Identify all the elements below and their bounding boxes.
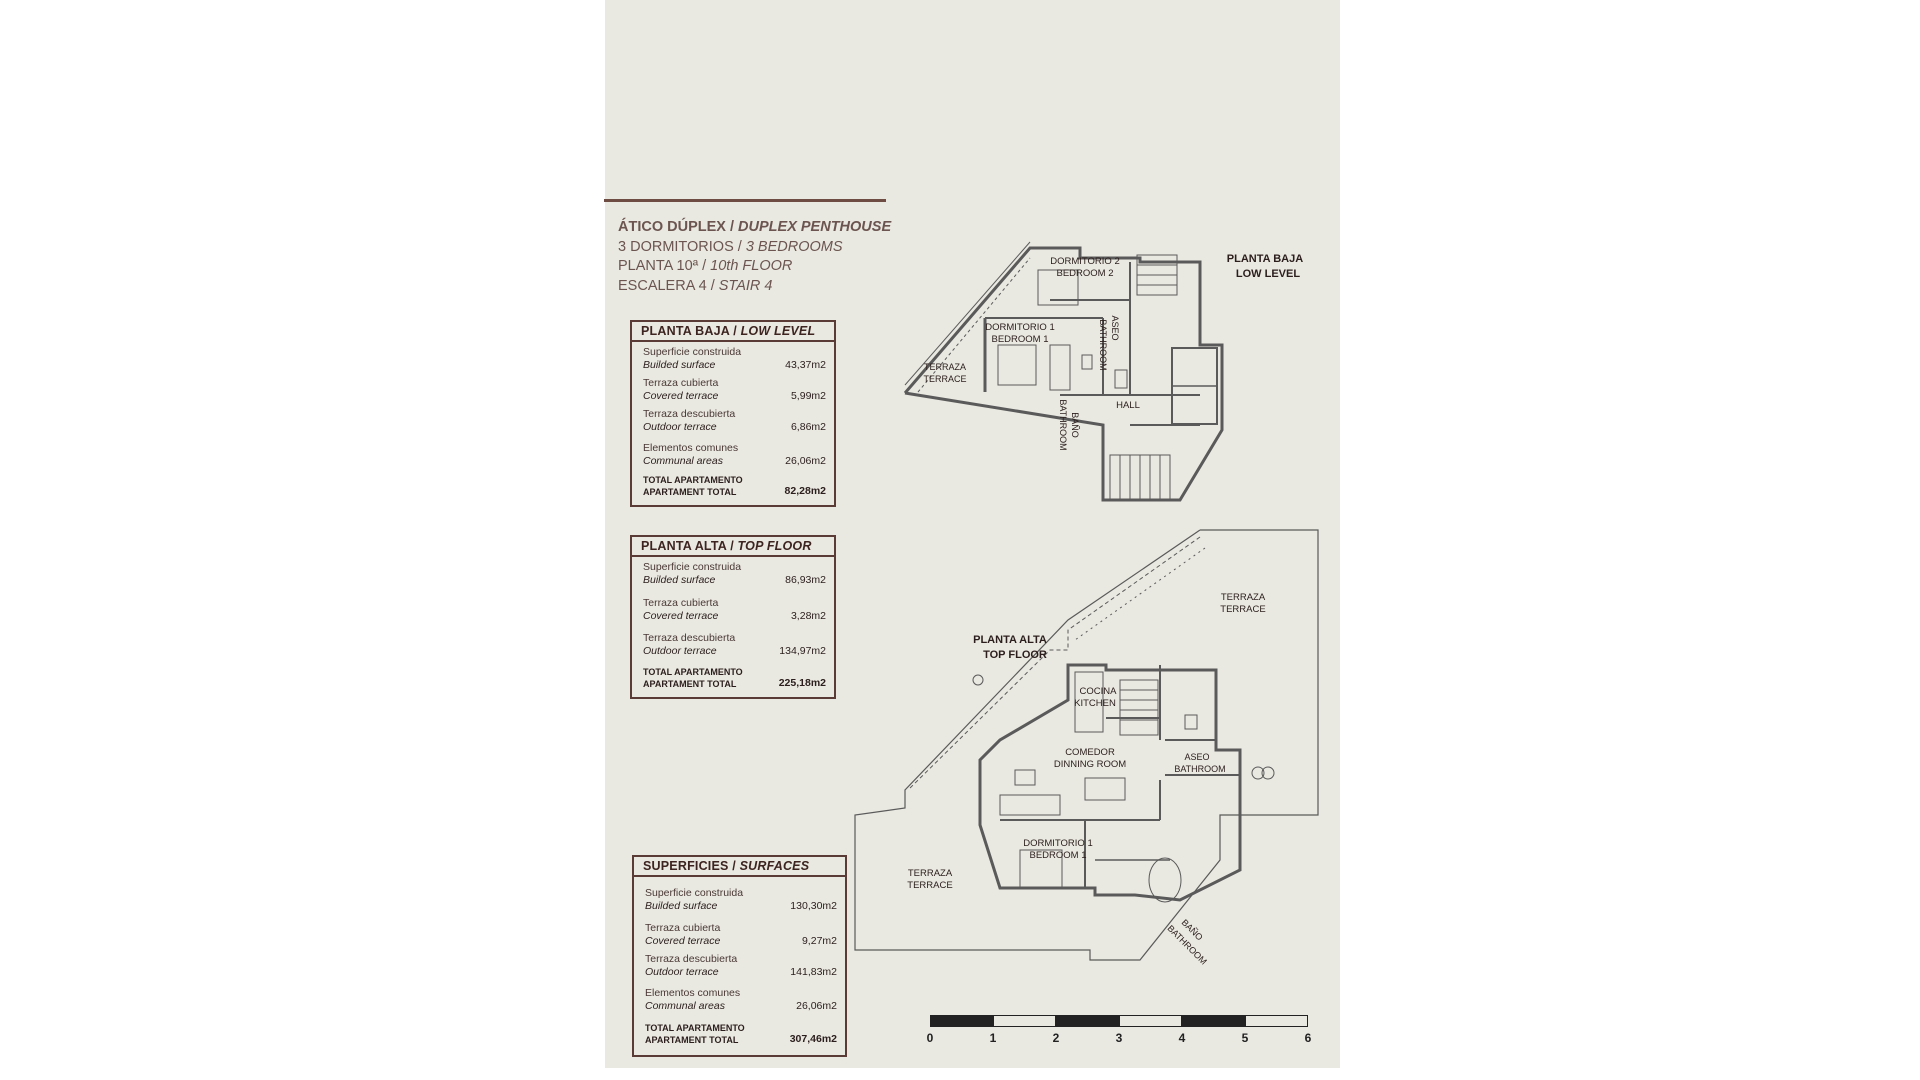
tv-unit (1014, 769, 1036, 786)
header-line-4: ESCALERA 4 / STAIR 4 (618, 277, 773, 294)
low-level-terrace-edge (904, 241, 1031, 386)
header-line-3: PLANTA 10ª / 10th FLOOR (618, 258, 793, 274)
scale-segment (1056, 1015, 1119, 1027)
scale-tick-label: 3 (1115, 1031, 1123, 1045)
surfaces-table-title: SUPERFICIES / SURFACES (634, 857, 845, 877)
low-level-stairs (1109, 254, 1178, 501)
top-floor-living-core (978, 663, 1242, 902)
low-level-floor-plan (903, 241, 1224, 502)
room-label: HALL (1116, 400, 1140, 411)
top-floor-plan-title: PLANTA ALTA (973, 634, 1047, 646)
kitchen-counter (1074, 671, 1104, 733)
scale-tick-label: 6 (1304, 1031, 1312, 1045)
low-level-plan-subtitle: LOW LEVEL (1236, 268, 1300, 280)
room-label: BEDROOM 1 (1029, 850, 1086, 861)
bed (1019, 849, 1063, 889)
bed (1037, 269, 1079, 306)
room-label: DORMITORIO 1 (985, 322, 1055, 333)
top-floor-terrace-boundary (854, 529, 1319, 961)
total-surfaces-table: SUPERFICIES / SURFACES Superficie constr… (632, 855, 847, 1057)
room-label: COMEDOR (1065, 747, 1115, 758)
room-label: ASEO (1110, 315, 1120, 340)
scale-tick-label: 5 (1241, 1031, 1249, 1045)
scale-tick-label: 4 (1178, 1031, 1186, 1045)
scale-tick-label: 2 (1052, 1031, 1060, 1045)
scale-tick-label: 1 (989, 1031, 997, 1045)
room-label: KITCHEN (1074, 698, 1116, 709)
low-level-terrace-rail (917, 257, 1031, 393)
room-label: BEDROOM 1 (991, 334, 1048, 345)
top-floor-table-title: PLANTA ALTA / TOP FLOOR (632, 537, 834, 557)
scale-segment (1245, 1015, 1308, 1027)
plan-labels: PLANTA BAJA LOW LEVEL DORMITORIO 2 BEDRO… (907, 253, 1303, 967)
wc (1081, 354, 1093, 370)
top-floor-surface-table: PLANTA ALTA / TOP FLOOR Superficie const… (630, 535, 836, 699)
room-label: BEDROOM 2 (1056, 268, 1113, 279)
room-label: BATHROOM (1098, 319, 1108, 370)
header-line-1: ÁTICO DÚPLEX / DUPLEX PENTHOUSE (618, 219, 892, 235)
compass-marker (972, 674, 984, 686)
bathtub (1148, 857, 1182, 903)
room-label: TERRACE (907, 880, 952, 891)
sofa (999, 794, 1061, 816)
bathtub (1049, 344, 1071, 391)
low-level-table-title: PLANTA BAJA / LOW LEVEL (632, 322, 834, 342)
room-label: TERRAZA (908, 868, 953, 879)
bed (997, 344, 1037, 386)
room-label: BATHROOM (1174, 764, 1225, 774)
scale-segment (993, 1015, 1056, 1027)
low-level-plan-title: PLANTA BAJA (1227, 253, 1303, 265)
dining-table (1084, 777, 1126, 801)
room-label: DORMITORIO 2 (1050, 256, 1120, 267)
room-label: DINNING ROOM (1054, 759, 1126, 770)
wc (1184, 714, 1198, 730)
room-label: TERRAZA (924, 362, 966, 372)
scale-bar: 0 1 2 3 4 5 6 (927, 1015, 1311, 1045)
property-header: ÁTICO DÚPLEX / DUPLEX PENTHOUSE 3 DORMIT… (618, 218, 891, 296)
room-label: TERRAZA (1221, 592, 1266, 603)
room-label: ASEO (1184, 752, 1209, 762)
top-floor-stairs (1119, 679, 1159, 736)
room-label: DORMITORIO 1 (1023, 838, 1093, 849)
scale-tick-label: 0 (926, 1031, 934, 1045)
shower (1114, 369, 1128, 389)
room-label: TERRACE (1220, 604, 1265, 615)
room-label: TERRACE (923, 374, 966, 384)
header-rule (604, 199, 886, 202)
top-floor-plan (854, 529, 1319, 961)
railing (907, 536, 1201, 791)
garden-table (1261, 766, 1275, 780)
garden-table (1251, 766, 1265, 780)
scale-segment (1119, 1015, 1182, 1027)
railing (1074, 547, 1206, 641)
room-label: BAÑO (1070, 412, 1080, 438)
room-label: COCINA (1080, 686, 1118, 697)
scale-segment (930, 1015, 993, 1027)
low-level-surface-table: PLANTA BAJA / LOW LEVEL Superficie const… (630, 320, 836, 507)
header-line-2: 3 DORMITORIOS / 3 BEDROOMS (618, 238, 843, 255)
top-floor-plan-subtitle: TOP FLOOR (983, 649, 1047, 661)
scale-segment (1182, 1015, 1245, 1027)
room-label: BATHROOM (1058, 399, 1068, 450)
